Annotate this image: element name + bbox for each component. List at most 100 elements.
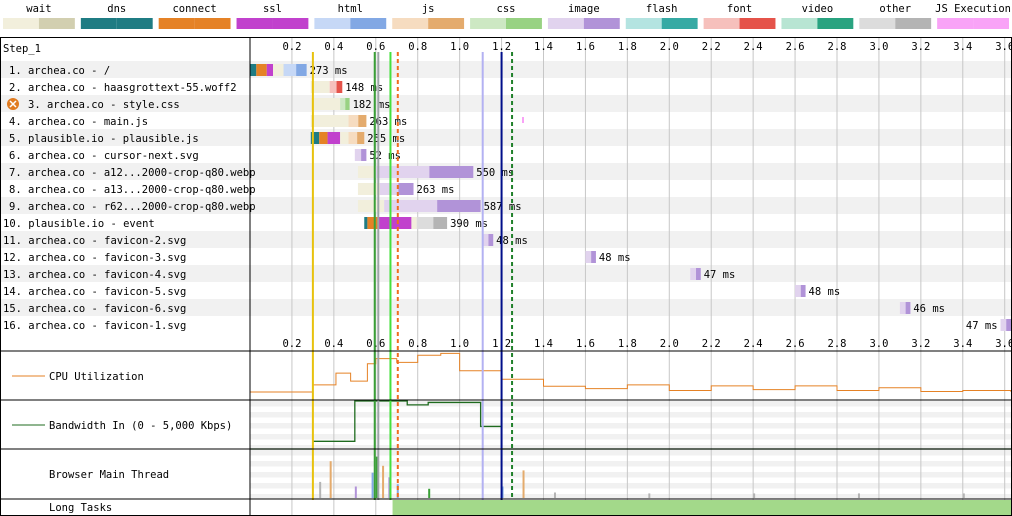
legend-swatch-dark — [973, 18, 1009, 29]
request-label: 12. archea.co - favicon-3.svg — [3, 252, 186, 264]
tick-label-top: 1.6 — [576, 41, 595, 53]
request-label: 15. archea.co - favicon-6.svg — [3, 303, 186, 315]
row-background — [1, 95, 1011, 112]
bar-segment-dns — [364, 217, 368, 229]
request-duration: 46 ms — [913, 303, 945, 315]
bar-segment-image — [690, 268, 701, 280]
tick-label-top: 2.2 — [702, 41, 721, 53]
bar-segment-wait — [340, 132, 349, 144]
tick-label-bottom: 1.8 — [618, 338, 637, 350]
tick-label-top: 2.4 — [744, 41, 763, 53]
bar-segment-connect — [256, 64, 267, 76]
tick-label-top: 0.8 — [408, 41, 427, 53]
request-label: 2. archea.co - haasgrottext-55.woff2 — [9, 82, 237, 94]
tick-label-top: 3.4 — [953, 41, 972, 53]
row-background — [1, 231, 1011, 248]
legend-swatch-light — [314, 18, 351, 29]
tick-label-bottom: 3.2 — [911, 338, 930, 350]
bar-segment-ssl — [327, 132, 341, 144]
legend-label: js — [422, 3, 435, 15]
legend-swatch-dark — [817, 18, 854, 29]
legend-swatch-light — [80, 18, 117, 29]
bar-segment-download — [1006, 319, 1011, 331]
tick-label-top: 1.0 — [450, 41, 469, 53]
row-background — [1, 163, 1011, 180]
legend-label: video — [802, 3, 834, 15]
legend-swatch-dark — [583, 18, 620, 29]
error-icon-cross — [9, 100, 17, 108]
legend-swatch-dark — [350, 18, 387, 29]
tick-label-bottom: 2.6 — [786, 338, 805, 350]
event-markers — [311, 52, 514, 500]
tick-label-top: 0.6 — [366, 41, 385, 53]
row-background — [1, 299, 1011, 316]
tick-label-bottom: 1.4 — [534, 338, 553, 350]
request-label: 8. archea.co - a13...2000-crop-q80.webp — [9, 184, 256, 196]
bar-segment-css — [340, 98, 350, 110]
bar-segment-wait — [273, 64, 284, 76]
bar-segment-image — [482, 234, 494, 246]
bar-segment-image — [795, 285, 806, 297]
bar-segment-wait — [310, 98, 341, 110]
time-axis-ticks: 0.20.20.40.40.60.60.80.81.01.01.21.21.41… — [282, 41, 1012, 350]
panel-stripe — [250, 445, 1011, 451]
legend-label: ssl — [263, 3, 282, 15]
cpu-panel-label: CPU Utilization — [49, 371, 144, 383]
bar-segment-download — [357, 132, 365, 144]
row-backgrounds — [1, 61, 1011, 500]
bar-segment-download — [398, 183, 414, 195]
panel-stripe — [250, 472, 1011, 478]
bandwidth-panel-label: Bandwidth In (0 - 5,000 Kbps) — [49, 420, 232, 432]
main-thread-spike — [329, 461, 332, 498]
tick-label-top: 0.2 — [282, 41, 301, 53]
legend-swatch-light — [236, 18, 273, 29]
bar-segment-image — [899, 302, 911, 314]
request-label: 13. archea.co - favicon-4.svg — [3, 269, 186, 281]
main-thread-spike — [553, 492, 556, 498]
request-label: 1. archea.co - / — [9, 65, 110, 77]
legend-swatch-dark — [194, 18, 231, 29]
request-label: 4. archea.co - main.js — [9, 116, 148, 128]
legend-label: JS Execution — [935, 3, 1011, 15]
request-duration: 52 ms — [369, 150, 401, 162]
request-duration: 587 ms — [484, 201, 522, 213]
bar-segment-wait — [310, 115, 349, 127]
request-label: 16. archea.co - favicon-1.svg — [3, 320, 186, 332]
request-duration: 48 ms — [599, 252, 631, 264]
legend-swatch-light — [470, 18, 506, 29]
panel-stripe — [250, 483, 1011, 489]
bar-segment-dns — [250, 64, 257, 76]
legend-swatch-dark — [116, 18, 153, 29]
legend-swatch-dark — [428, 18, 465, 29]
bar-segment-dns — [310, 132, 320, 144]
legend-swatch-light — [158, 18, 195, 29]
tick-label-bottom: 2.0 — [660, 338, 679, 350]
legend-label: css — [497, 3, 516, 15]
legend-swatch-dark — [895, 18, 932, 29]
panel-stripe — [250, 434, 1011, 440]
legend-label: dns — [107, 3, 126, 15]
request-duration: 255 ms — [367, 133, 405, 145]
bar-segment-download — [696, 268, 701, 280]
bar-segment-download — [488, 234, 494, 246]
main-thread-spike — [396, 484, 399, 498]
bar-segment-wait — [411, 217, 417, 229]
bar-segment-download — [345, 98, 350, 110]
tick-label-bottom: 2.8 — [828, 338, 847, 350]
bar-segment-wait — [357, 166, 376, 178]
tick-label-top: 2.0 — [660, 41, 679, 53]
bar-segment-wait — [357, 200, 385, 212]
cpu-utilization-line — [250, 352, 1012, 393]
legend-label: html — [338, 3, 363, 15]
legend-swatch-light — [625, 18, 662, 29]
main-thread-spike — [753, 493, 756, 498]
legend-swatch-light — [703, 18, 740, 29]
tick-label-top: 3.6 — [995, 41, 1012, 53]
legend-label: flash — [646, 3, 678, 15]
request-label: 11. archea.co - favicon-2.svg — [3, 235, 186, 247]
request-label: 6. archea.co - cursor-next.svg — [9, 150, 199, 162]
bar-segment-download — [433, 217, 448, 229]
tick-label-bottom: 3.4 — [953, 338, 972, 350]
bar-segment-download — [358, 115, 367, 127]
